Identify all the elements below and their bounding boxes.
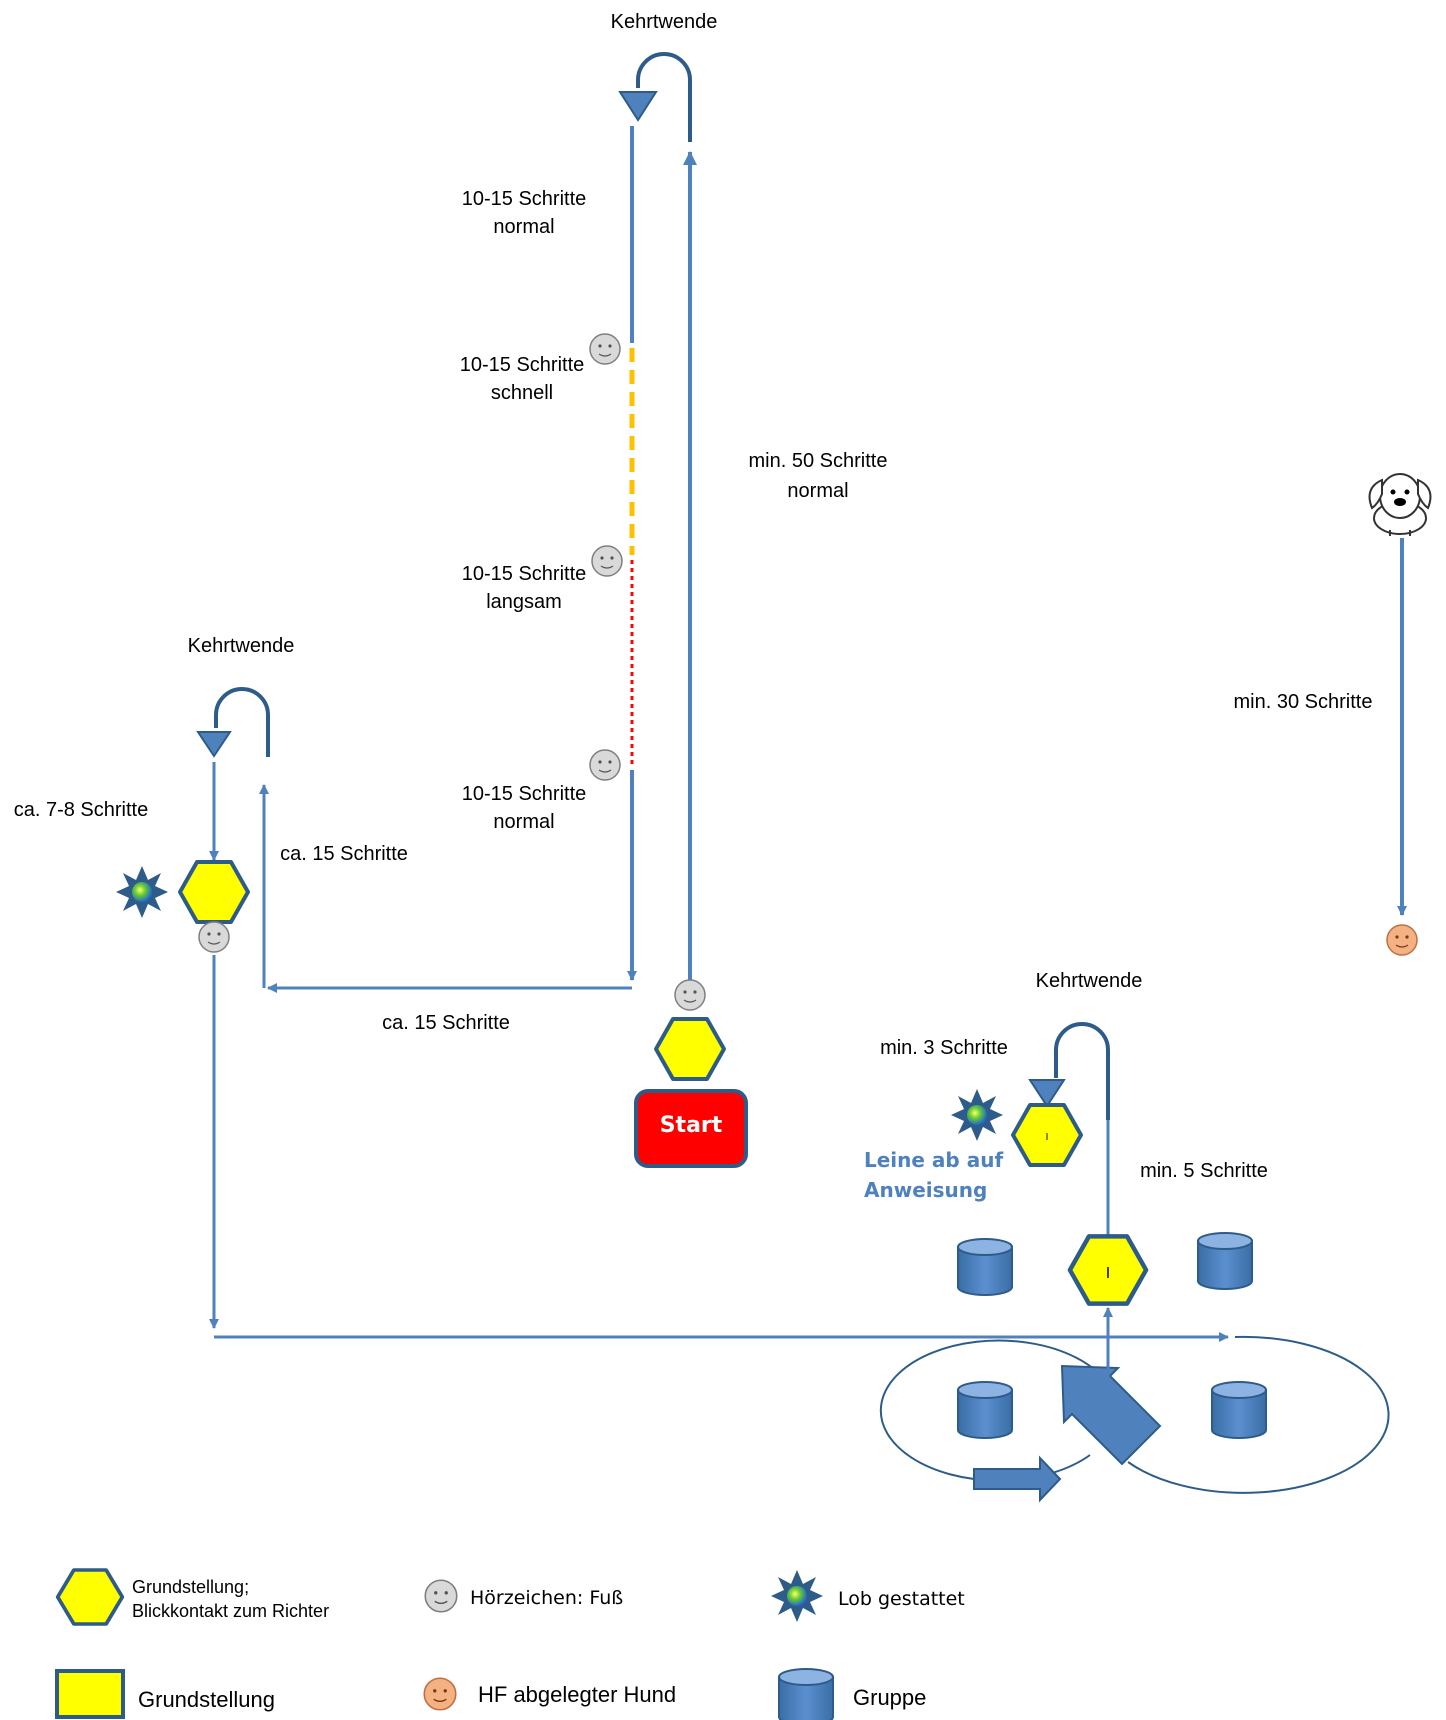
min30-label: min. 30 Schritte bbox=[1234, 691, 1373, 713]
group-arrow-right bbox=[973, 1455, 1062, 1503]
cylinder-icon-4 bbox=[1211, 1381, 1267, 1439]
face-icon-schnell bbox=[589, 333, 621, 365]
legend-hf-hund: HF abgelegter Hund bbox=[478, 1682, 676, 1707]
min3-label: min. 3 Schritte bbox=[880, 1037, 1008, 1059]
hex-mark-small: I bbox=[1046, 1132, 1049, 1143]
seg3-label-line1: 10-15 Schritte bbox=[462, 563, 587, 585]
face-icon-normal bbox=[589, 749, 621, 781]
turn-left-arc bbox=[214, 687, 270, 757]
face-icon-start bbox=[674, 979, 706, 1011]
legend-grundstellung-blick-line1: Grundstellung; bbox=[132, 1577, 249, 1597]
seg4-label-line1: 10-15 Schritte bbox=[462, 783, 587, 805]
ca15-horizontal-label: ca. 15 Schritte bbox=[382, 1012, 510, 1034]
dog-icon bbox=[1368, 473, 1432, 536]
min50-label-line2: normal bbox=[787, 480, 848, 502]
cylinder-icon-2 bbox=[1197, 1232, 1253, 1290]
leine-label-line1: Leine ab auf bbox=[864, 1148, 1003, 1172]
min50-label-line1: min. 50 Schritte bbox=[749, 450, 888, 472]
min5-label: min. 5 Schritte bbox=[1140, 1160, 1268, 1182]
legend-cylinder-icon bbox=[778, 1668, 834, 1720]
face-icon-langsam bbox=[591, 545, 623, 577]
hex-left bbox=[178, 860, 250, 924]
cylinder-icon-3 bbox=[957, 1381, 1013, 1439]
hex-mark-large: I bbox=[1106, 1265, 1110, 1282]
group-loop-right bbox=[1127, 1335, 1390, 1494]
seg2-label-line1: 10-15 Schritte bbox=[460, 354, 585, 376]
seg3-label-line2: langsam bbox=[486, 591, 562, 613]
turn-top-arc bbox=[636, 52, 692, 142]
star-icon-leine bbox=[951, 1089, 1003, 1141]
kehrtwende-left-label: Kehrtwende bbox=[188, 635, 295, 657]
turn-right-arc bbox=[1054, 1022, 1110, 1120]
legend-hoerzeichen: Hörzeichen: Fuß bbox=[470, 1587, 623, 1609]
seg2-label-line2: schnell bbox=[491, 382, 553, 404]
seg4-label-line2: normal bbox=[493, 811, 554, 833]
turn-right-arrowhead bbox=[1028, 1079, 1066, 1108]
turn-left-arrowhead bbox=[196, 731, 232, 758]
hex-start bbox=[654, 1017, 726, 1081]
legend-face-orange-icon bbox=[423, 1677, 457, 1711]
leine-label-line2: Anweisung bbox=[864, 1178, 987, 1202]
seg1-label-line1: 10-15 Schritte bbox=[462, 188, 587, 210]
cylinder-icon-1 bbox=[957, 1238, 1013, 1296]
seg1-label-line2: normal bbox=[493, 216, 554, 238]
legend-star-icon bbox=[771, 1570, 823, 1622]
legend-grundstellung: Grundstellung bbox=[138, 1687, 275, 1712]
face-orange-icon-hf bbox=[1386, 924, 1418, 956]
face-icon-left bbox=[198, 921, 230, 953]
legend-gruppe: Gruppe bbox=[853, 1685, 926, 1710]
group-arrow-diagonal bbox=[1060, 1364, 1162, 1466]
ca15-vertical-label: ca. 15 Schritte bbox=[280, 843, 408, 865]
kehrtwende-top-label: Kehrtwende bbox=[611, 11, 718, 33]
star-icon-left bbox=[116, 866, 168, 918]
start-label: Start bbox=[660, 1113, 723, 1138]
legend-hex-icon bbox=[55, 1568, 125, 1626]
legend-rect-icon bbox=[55, 1669, 125, 1719]
start-box: Start bbox=[634, 1089, 748, 1168]
turn-top-arrowhead bbox=[618, 91, 658, 122]
legend-face-icon bbox=[424, 1579, 458, 1613]
legend-grundstellung-blick-line2: Blickkontakt zum Richter bbox=[132, 1601, 329, 1621]
legend-lob: Lob gestattet bbox=[838, 1588, 965, 1610]
ca78-label: ca. 7-8 Schritte bbox=[14, 799, 149, 821]
legend: Grundstellung; Blickkontakt zum Richter … bbox=[55, 1568, 965, 1720]
kehrtwende-right-label: Kehrtwende bbox=[1036, 970, 1143, 992]
